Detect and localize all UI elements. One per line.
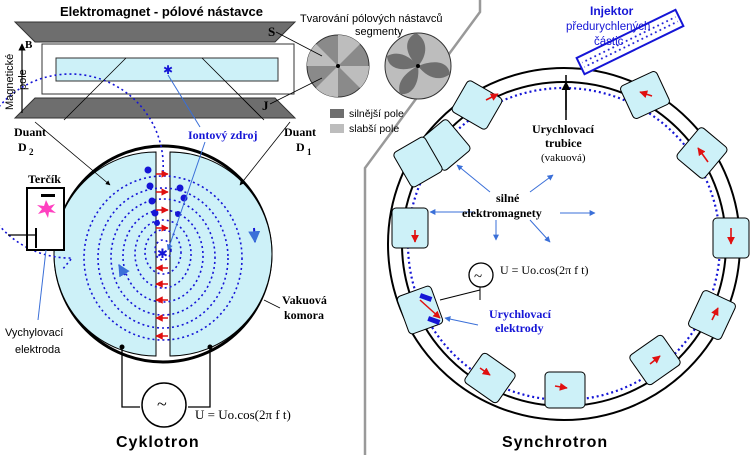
ion-source-label: Iontový zdroj: [188, 128, 257, 142]
stronger-field-label: silnější pole: [349, 108, 404, 120]
magnetic-field-label-2: pole: [17, 69, 29, 90]
hf-tilde: ~: [474, 269, 482, 285]
electrodes-label-2: elektrody: [495, 321, 543, 335]
injector: [575, 8, 685, 76]
dee-d1-label: Duant: [284, 125, 316, 139]
synchro-voltage: U = Uo.cos(2π f t): [500, 263, 588, 277]
dee-d2-label: Duant: [14, 125, 46, 139]
gap-chamber: [55, 57, 279, 82]
weaker-field-label: slabší pole: [349, 123, 399, 135]
hf-lead-2: [439, 289, 481, 301]
ring-magnets: [391, 71, 750, 409]
injector-label-3: částic: [594, 36, 624, 48]
dee-d2-top-leader: [63, 57, 127, 121]
electrode-leader: [444, 316, 479, 326]
orbit-dir-arrow-2: [118, 263, 130, 278]
vacuum-leader: [263, 299, 281, 309]
dee-d1-leader: [239, 121, 291, 186]
dee-d2-leader: [34, 121, 111, 186]
accel-tube-label-2: trubice: [545, 136, 582, 150]
deflector-label: Vychylovací: [5, 327, 63, 339]
accel-electrodes: [419, 293, 441, 325]
ring-outer: [387, 67, 741, 421]
ion-source-leader-top: [167, 74, 201, 128]
deflector-label-2: elektroda: [15, 344, 61, 356]
deflector-leader: [37, 249, 47, 321]
strong-magnets-label-2: elektromagnety: [462, 206, 542, 220]
legend-swatch-weak: [330, 124, 344, 133]
dee-d1-letter: D: [296, 140, 305, 154]
pole-shaping-label: Tvarování pólových nástavců: [300, 13, 442, 25]
dee-d1-top-leader: [201, 57, 265, 121]
beam-arrows: [411, 90, 735, 391]
b-field-label: B: [25, 39, 33, 51]
segments-label: segmenty: [355, 26, 403, 38]
dee-d2: [53, 151, 157, 357]
cyclotron-voltage: U = Uo.cos(2π f t): [195, 407, 291, 422]
rf-tilde: ~: [157, 394, 167, 414]
ion-source-leader: [166, 141, 206, 251]
ion-source-icon: ✱: [157, 246, 168, 261]
dee-d1: [169, 151, 273, 357]
circuit-right: [188, 347, 211, 408]
synchrotron-title: Synchrotron: [502, 434, 608, 451]
hf-generator: [468, 262, 494, 288]
pole-disc-leader-2: [269, 77, 323, 105]
pole-disc-leader: [275, 31, 323, 57]
magnet-leaders: [429, 164, 596, 243]
pole-s: [13, 21, 297, 43]
gap-ion-icon: ✱: [163, 63, 173, 77]
pole-j: [13, 97, 297, 119]
synchrotron-panel: [387, 8, 750, 421]
pole-disc-spiral: [384, 32, 452, 100]
cyclotron-panel: ✱: [0, 21, 452, 428]
pole-j-label: J: [262, 98, 269, 113]
dee-d2-letter: D: [18, 140, 27, 154]
target-plate: [41, 194, 55, 197]
orbit-dir-arrow: [248, 227, 261, 244]
target-label: Terčík: [28, 172, 61, 186]
target-box: [26, 187, 65, 251]
impact-burst-icon: [37, 200, 56, 218]
legend-swatch-strong: [330, 109, 344, 118]
circuit-left: [121, 347, 140, 408]
rf-generator: [141, 382, 187, 428]
pole-disc-segments: [306, 34, 370, 98]
cyclotron-top-title: Elektromagnet - pólové nástavce: [60, 4, 263, 19]
dee-d1-index: 1: [307, 147, 312, 157]
pole-s-label: S: [268, 24, 275, 39]
cyclotron-title: Cyklotron: [116, 434, 200, 451]
vacuum-label-2: komora: [284, 308, 324, 322]
accel-tube-label-3: (vakuová): [541, 152, 586, 164]
vacuum-label: Vakuová: [282, 293, 327, 307]
electrodes-label: Urychlovací: [489, 307, 552, 321]
strong-magnets-label: silné: [496, 191, 520, 205]
dee-d2-index: 2: [29, 147, 34, 157]
injector-label: Injektor: [590, 4, 634, 18]
gap-field-arrows: [155, 170, 169, 340]
magnetic-field-label: Magnetické: [4, 54, 16, 110]
accel-tube-label: Urychlovací: [532, 122, 595, 136]
ion-orbits: [0, 73, 243, 341]
injector-label-2: předurychlených: [566, 21, 650, 33]
